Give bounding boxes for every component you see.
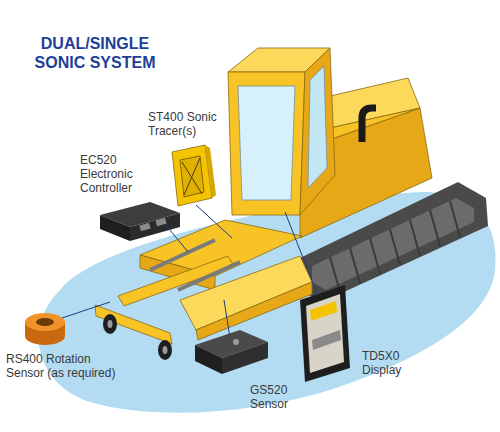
- cab-shape: [308, 66, 327, 188]
- track-assembly-shape-shape: [370, 238, 380, 274]
- td5x0-display-icon-shape: [306, 294, 344, 373]
- st400-sensor-icon: [172, 145, 216, 206]
- td5x0-display-icon-shape: [310, 301, 337, 321]
- front-frame-shape: [178, 262, 240, 290]
- leader-lines-shape: [285, 212, 318, 296]
- track-assembly-shape-shape: [410, 220, 420, 256]
- leader-lines-shape: [224, 300, 230, 338]
- gs520-sensor-icon-shape: [195, 345, 222, 374]
- cab-shape: [238, 86, 295, 200]
- part-label: GS520 Sensor: [250, 383, 298, 411]
- rs400-rotation-sensor-icon-shape: [36, 318, 54, 326]
- track-assembly-shape-shape: [330, 257, 340, 292]
- ec520-controller-icon-shape: [155, 218, 166, 227]
- gs520-sensor-icon-shape: [233, 339, 239, 345]
- td5x0-display-icon-shape: [312, 330, 341, 350]
- wheels-shape: [103, 314, 117, 334]
- leader-lines-shape: [165, 224, 188, 252]
- ec520-controller-icon-shape: [130, 213, 180, 241]
- wheels-shape: [158, 340, 172, 360]
- st400-sensor-icon-shape: [182, 162, 202, 194]
- front-frame-shape: [150, 240, 215, 270]
- ec520-controller-icon-shape: [139, 223, 150, 232]
- leader-lines: [62, 205, 318, 338]
- engine-body-shape: [362, 108, 376, 142]
- part-label: EC520 Electronic Controller: [80, 153, 142, 195]
- gs520-sensor-icon: [195, 330, 268, 374]
- track-assembly-shape-shape: [430, 210, 440, 246]
- leader-lines-shape: [196, 205, 232, 238]
- wheels: [103, 314, 172, 360]
- st400-sensor-icon-shape: [205, 145, 216, 198]
- cab-shape: [300, 48, 335, 215]
- rs400-rotation-sensor-icon: [25, 313, 65, 345]
- ec520-controller-icon-shape: [100, 215, 130, 241]
- part-label: TD5X0 Display: [362, 349, 414, 377]
- part-label: RS400 Rotation Sensor (as required): [6, 352, 122, 380]
- cab: [228, 48, 335, 215]
- cab-shape: [228, 72, 305, 215]
- st400-sensor-icon-shape: [172, 145, 212, 206]
- front-frame-shape: [196, 282, 312, 340]
- ec520-controller-icon: [100, 202, 180, 241]
- rs400-rotation-sensor-icon-shape: [25, 313, 65, 331]
- part-label: ST400 Sonic Tracer(s): [148, 110, 224, 138]
- td5x0-display-icon-shape: [300, 285, 350, 382]
- track-assembly-shape-shape: [450, 201, 460, 237]
- gs520-sensor-icon-shape: [222, 342, 268, 374]
- wheels-shape: [108, 320, 113, 328]
- front-frame-shape: [95, 305, 172, 344]
- track-assembly-shape-shape: [350, 248, 360, 283]
- wheels-shape: [163, 346, 168, 354]
- leader-lines-shape: [62, 302, 110, 318]
- st400-sensor-icon-shape: [180, 156, 204, 197]
- track-assembly-shape-shape: [390, 229, 400, 265]
- st400-sensor-icon-shape: [184, 158, 200, 195]
- diagram-title: DUAL/SINGLE SONIC SYSTEM: [28, 34, 162, 72]
- td5x0-display-icon: [300, 285, 350, 382]
